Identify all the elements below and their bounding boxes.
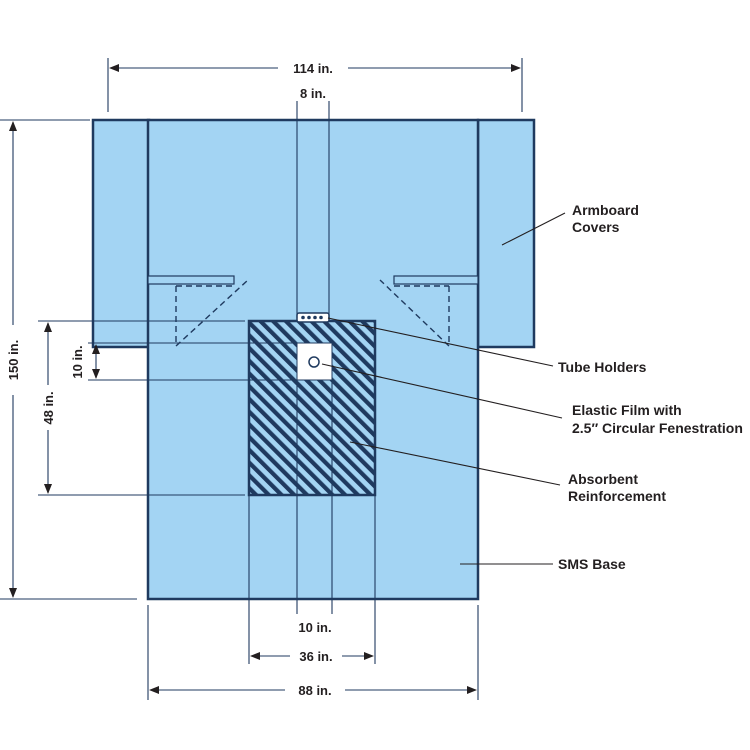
leader-elastic-film [321,363,563,419]
dimension-fenestration-offset: 10 in. [70,342,297,381]
circular-fenestration [308,356,320,368]
callout-elastic-line2: 2.5″ Circular Fenestration [572,420,743,436]
dimension-reinforcement-length: 48 in. [38,320,245,496]
callout-sms-base: SMS Base [558,556,626,572]
label-base-width: 88 in. [298,683,331,698]
label-film-width: 10 in. [298,620,331,635]
callout-tube-holders: Tube Holders [558,359,647,375]
label-tube-gap: 8 in. [300,86,326,101]
callout-armboard-line2: Covers [572,219,620,235]
label-overall-width: 114 in. [293,61,333,76]
tube-holders [296,312,330,323]
armboard-cover-left [91,118,151,349]
pocket-right [379,275,479,347]
callout-elastic-line1: Elastic Film with [572,402,682,418]
label-fenestration-offset: 10 in. [70,345,85,378]
dimension-tube-gap: 8 in. [296,86,330,318]
leader-tube-holders [327,317,554,367]
label-reinforcement-length: 48 in. [41,391,56,424]
dimension-overall-length: 150 in. [0,119,137,600]
pocket-left [147,275,249,347]
dimension-overall-width: 114 in. [107,58,523,112]
leader-absorbent [349,441,561,486]
label-reinforcement-width: 36 in. [299,649,332,664]
callout-absorbent-line1: Absorbent [568,471,638,487]
dimension-film-width: 10 in. [296,380,333,635]
leader-armboard [501,212,566,246]
callout-armboard-line1: Armboard [572,202,639,218]
dimension-base-width: 88 in. [147,605,479,700]
callout-absorbent-line2: Reinforcement [568,488,666,504]
label-overall-length: 150 in. [6,340,21,380]
dimension-reinforcement-width: 36 in. [248,495,376,664]
